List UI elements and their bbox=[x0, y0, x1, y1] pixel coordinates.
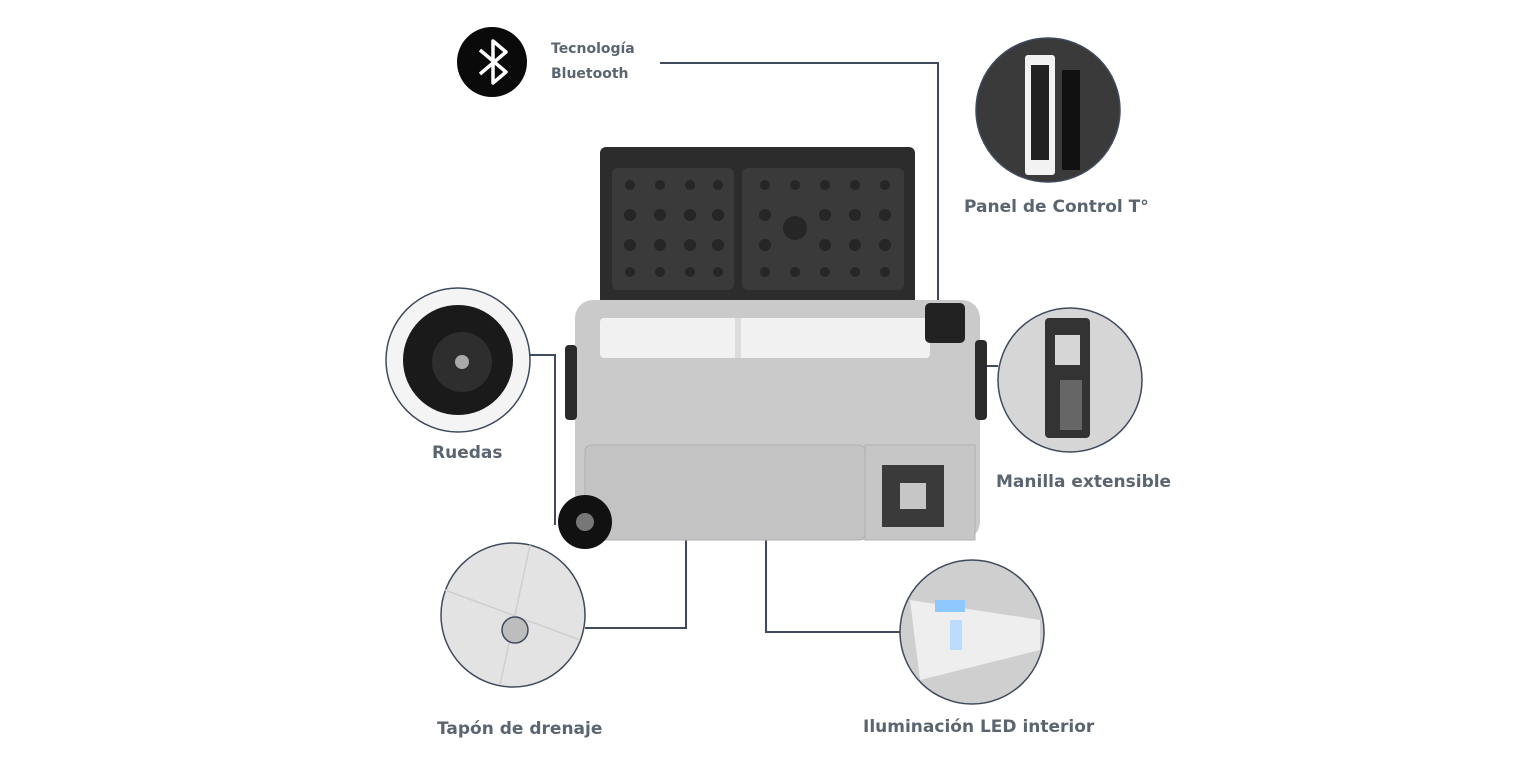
drain-plug-detail-image bbox=[440, 542, 586, 688]
led-light-detail-image bbox=[899, 559, 1045, 705]
bluetooth-label: Tecnología Bluetooth bbox=[551, 37, 635, 87]
bluetooth-label-line2: Bluetooth bbox=[551, 66, 629, 82]
wheel-detail-image bbox=[385, 287, 531, 433]
drain-label: Tapón de drenaje bbox=[437, 719, 603, 739]
control-panel-label: Panel de Control T° bbox=[964, 197, 1149, 217]
bluetooth-icon bbox=[457, 27, 527, 97]
bluetooth-label-line1: Tecnología bbox=[551, 41, 635, 57]
bluetooth-callout-line bbox=[660, 62, 939, 310]
led-label: Iluminación LED interior bbox=[863, 717, 1095, 737]
handle-label: Manilla extensible bbox=[996, 472, 1172, 492]
drain-callout-line bbox=[585, 527, 687, 629]
wheels-label: Ruedas bbox=[432, 443, 503, 463]
handle-detail-image bbox=[997, 307, 1143, 453]
cooler-illustration bbox=[558, 147, 987, 549]
wheels-callout-line bbox=[530, 354, 556, 525]
control-panel-detail-image bbox=[975, 37, 1121, 183]
